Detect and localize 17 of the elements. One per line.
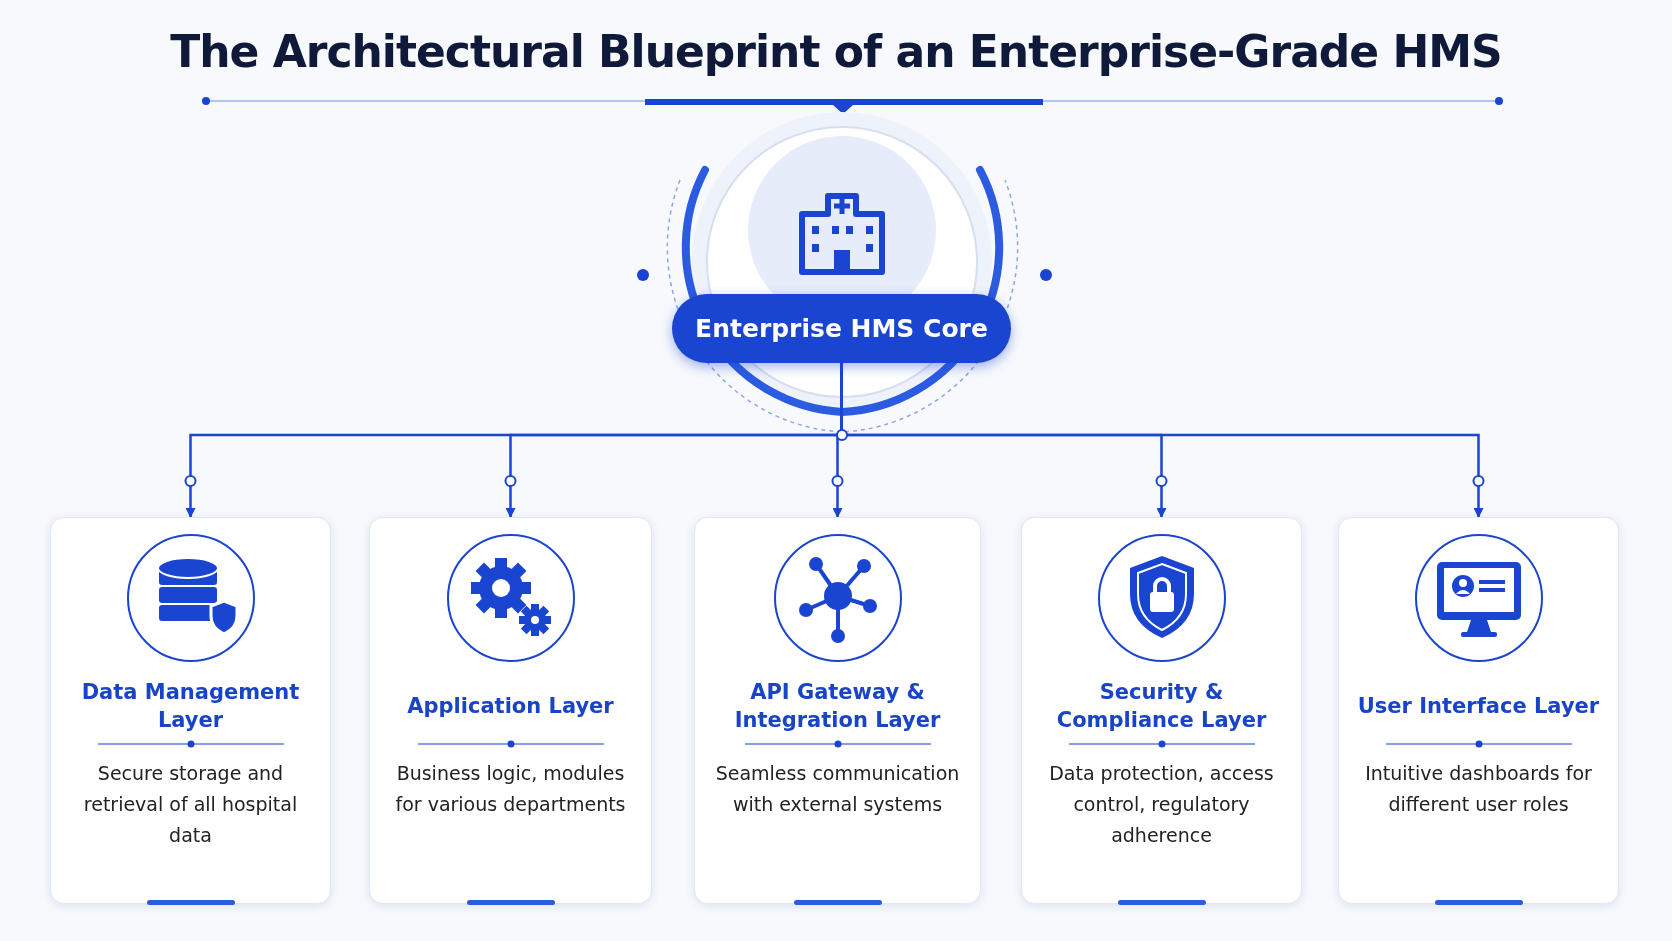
layer-card [1338,517,1619,904]
layer-heading: Application Layer [406,693,615,720]
title: The Architectural Blueprint of an Enterprise-Grade HMS [169,26,1503,77]
layer-card [369,517,652,904]
layer-card [50,517,331,904]
layer-description: Secure storage and retrieval of all hospital data [82,761,299,848]
layer-heading: User Interface Layer [1356,693,1601,720]
layer-description: Seamless communication with external systems [714,761,961,817]
layer-description: Data protection, access control, regulatory adherence [1048,761,1275,848]
layer-description: Intuitive dashboards for different user roles [1364,761,1593,817]
layer-heading: Data Management Layer [80,679,301,734]
core-pill: Enterprise HMS Core [672,294,1011,363]
layer-heading: API Gateway & Integration Layer [733,679,942,734]
layer-description: Business logic, modules for various departments [394,761,627,817]
layer-card [694,517,981,904]
layer-card [1021,517,1302,904]
layer-heading: Security & Compliance Layer [1055,679,1268,734]
